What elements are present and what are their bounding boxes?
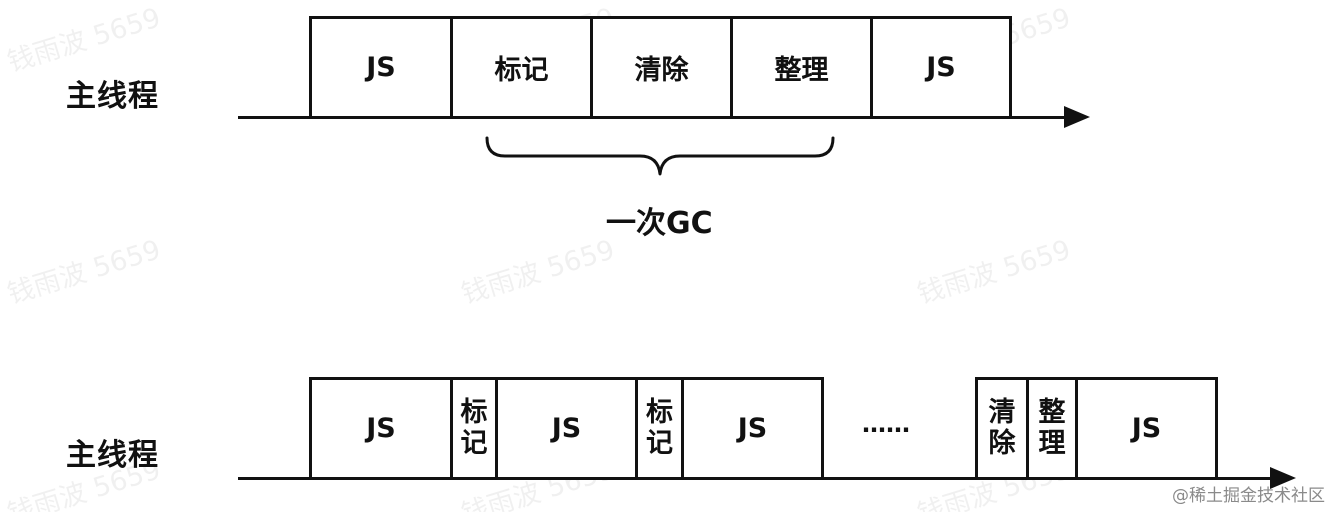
mark-block: 标记 — [450, 377, 498, 480]
time-axis — [238, 477, 1278, 480]
main-thread-label: 主线程 — [66, 79, 159, 114]
sweep-block: 清除 — [590, 16, 733, 119]
mark-block: 标记 — [450, 16, 593, 119]
sweep-block: 清除 — [975, 377, 1029, 480]
js-block: JS — [309, 16, 453, 119]
watermark: 钱雨波 5659 — [3, 234, 165, 311]
source-credit: @稀土掘金技术社区 — [1172, 486, 1325, 506]
time-axis-arrowhead — [1270, 467, 1296, 489]
compact-block: 整理 — [730, 16, 873, 119]
watermark: 钱雨波 5659 — [3, 2, 165, 79]
compact-block-label: 整理 — [1038, 397, 1066, 459]
time-axis — [238, 116, 1070, 119]
mark-block-label: 标记 — [646, 397, 673, 459]
watermark: 钱雨波 5659 — [913, 234, 1075, 311]
mark-block-label: 标记 — [460, 397, 488, 459]
js-block: JS — [681, 377, 824, 480]
js-block: JS — [1075, 377, 1218, 480]
one-gc-label: 一次GC — [606, 206, 713, 241]
mark-block: 标记 — [635, 377, 684, 480]
js-block: JS — [870, 16, 1012, 119]
time-axis-arrowhead — [1064, 106, 1090, 128]
compact-block: 整理 — [1026, 377, 1078, 480]
watermark: 钱雨波 5659 — [457, 234, 619, 311]
js-block: JS — [309, 377, 453, 480]
sweep-block-label: 清除 — [988, 397, 1016, 459]
gc-brace — [485, 136, 835, 176]
js-block: JS — [495, 377, 638, 480]
ellipsis: …… — [862, 410, 910, 438]
main-thread-label: 主线程 — [66, 438, 159, 473]
